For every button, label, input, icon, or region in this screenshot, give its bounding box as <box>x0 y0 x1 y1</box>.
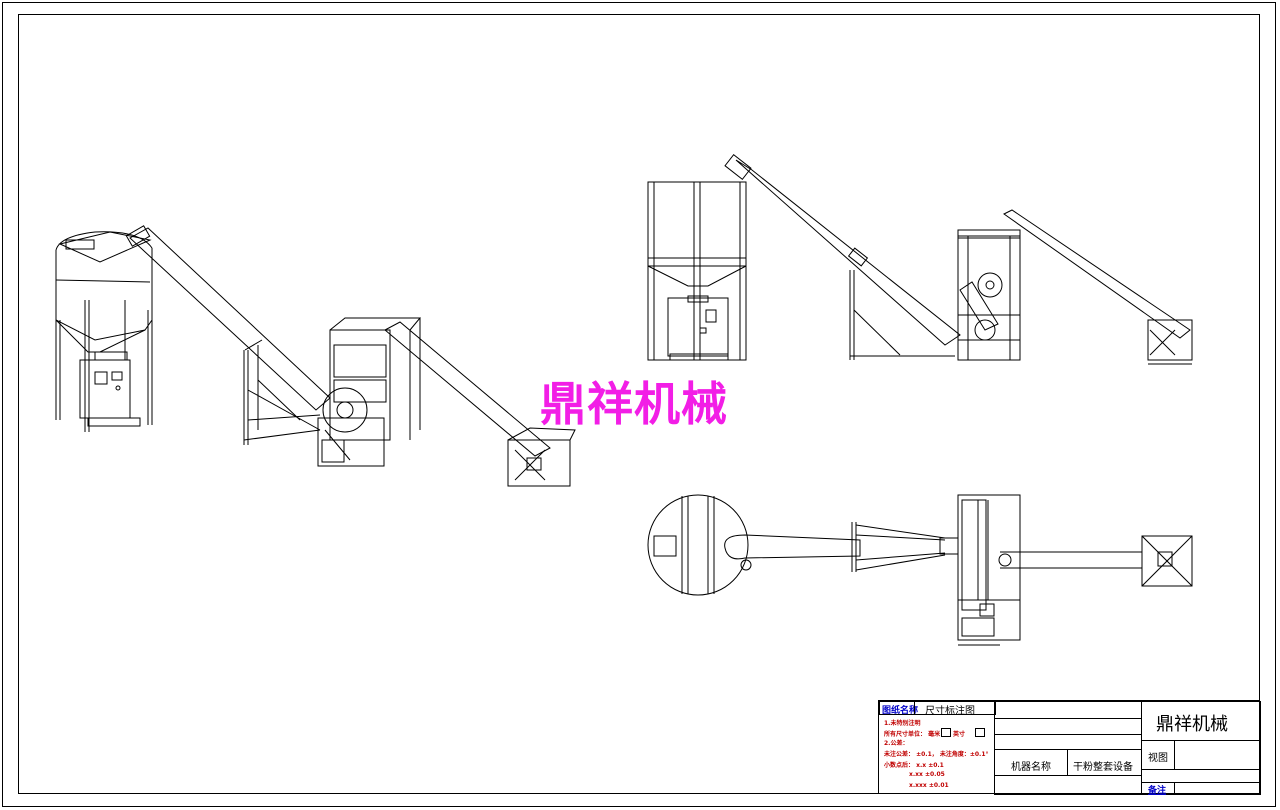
note-2: 所有尺寸单位： 毫米 <box>884 731 941 738</box>
machine-name-label-cell: 机器名称 <box>994 749 1068 776</box>
grid-cell <box>994 775 1142 795</box>
drawing-name-value-cell: 尺寸标注图 <box>914 701 996 717</box>
machine-name-value-cell: 干粉整套设备 <box>1067 749 1142 776</box>
isometric-view <box>55 225 576 487</box>
inch-checkbox <box>975 728 985 737</box>
remark-label-cell: 备注 <box>1141 782 1175 796</box>
machine-name-value: 干粉整套设备 <box>1073 762 1133 773</box>
grid-cell <box>994 734 1142 750</box>
front-view <box>647 154 1193 365</box>
title-block: 图纸名称 尺寸标注图 1.未特别注明 所有尺寸单位： 毫米 英寸 2.公差： 未… <box>878 700 1261 796</box>
view-label: 视图 <box>1148 753 1168 764</box>
grid-cell <box>1141 769 1261 783</box>
view-value-cell <box>1174 740 1261 770</box>
inner-frame <box>18 14 1260 794</box>
remark-label: 备注 <box>1148 786 1167 796</box>
remark-value-cell <box>1174 782 1261 795</box>
note-4: 未注公差： ±0.1， 未注角度：±0.1° <box>884 751 989 758</box>
view-label-cell: 视图 <box>1141 740 1175 770</box>
storage-silo <box>55 231 153 432</box>
note-6: x.xx ±0.05 <box>909 771 945 778</box>
company-cell: 鼎祥机械 <box>1141 701 1261 741</box>
ribbon-mixer <box>317 317 422 467</box>
grid-cell <box>994 701 1142 719</box>
drawing-name-value: 尺寸标注图 <box>925 706 975 717</box>
note-1: 1.未特别注明 <box>884 720 921 727</box>
company-watermark: 鼎祥机械 <box>540 377 728 431</box>
note-7: x.xxx ±0.01 <box>909 782 949 789</box>
mm-checkbox <box>941 728 951 737</box>
machine-name-label: 机器名称 <box>1011 762 1051 773</box>
top-view <box>647 494 1193 646</box>
company-name: 鼎祥机械 <box>1156 714 1228 735</box>
note-5: 小数点后： x.x ±0.1 <box>884 762 944 769</box>
grid-cell <box>994 718 1142 735</box>
note-3: 2.公差： <box>884 740 909 747</box>
drawing-name-label: 图纸名称 <box>882 706 919 716</box>
inch-label: 英寸 <box>953 731 966 738</box>
drawing-name-label-cell: 图纸名称 <box>879 701 919 716</box>
screw-conveyor-1 <box>125 225 331 445</box>
screw-conveyor-2 <box>384 321 576 487</box>
